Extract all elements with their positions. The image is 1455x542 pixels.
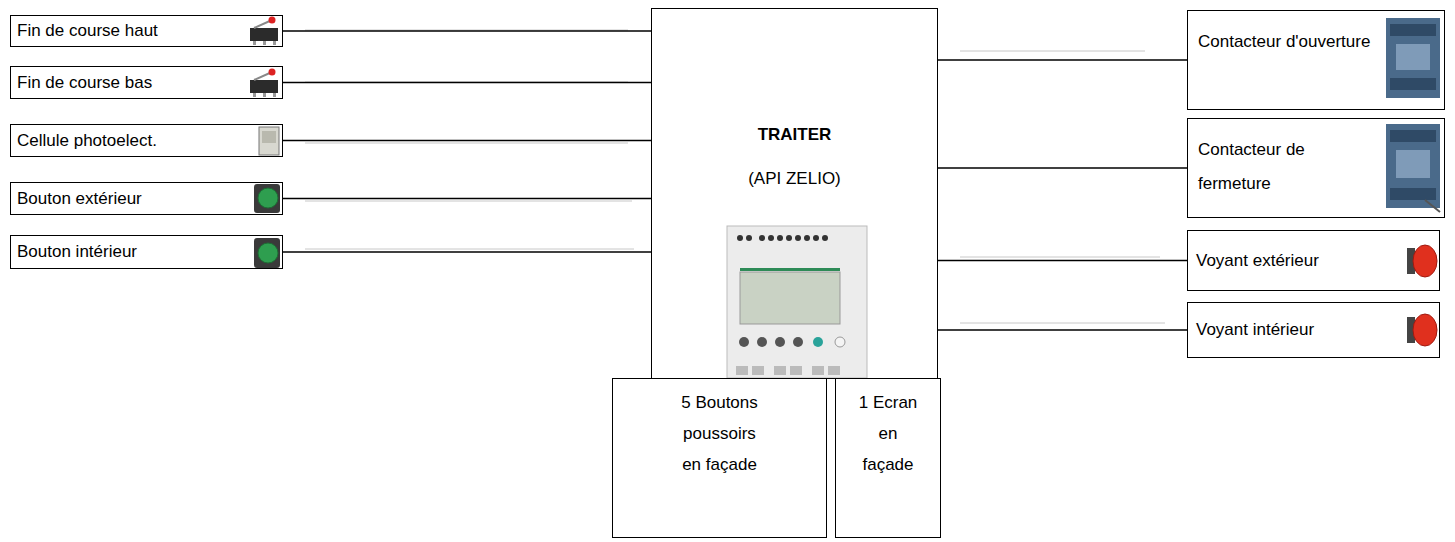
- limit-switch-icon: [250, 69, 278, 98]
- feature-box: 5 Boutons poussoirs en façade: [612, 378, 827, 538]
- actuator-box: Contacteur de fermeture: [1187, 118, 1445, 218]
- box-label: Bouton intérieur: [17, 242, 137, 262]
- box-label: Cellule photoelect.: [17, 131, 157, 151]
- signal-wire: [938, 329, 1187, 330]
- sensor-box: Bouton extérieur: [10, 182, 283, 215]
- plc-box: TRAITER (API ZELIO): [651, 8, 938, 379]
- signal-wire: [283, 82, 651, 83]
- box-label: Voyant extérieur: [1196, 251, 1319, 271]
- box-label: (API ZELIO): [660, 169, 929, 189]
- signal-wire: [938, 59, 1187, 60]
- block-title: TRAITER: [660, 125, 929, 145]
- box-label: Contacteur de fermeture: [1198, 133, 1378, 201]
- pilot-light-icon: [1407, 245, 1437, 277]
- plc-illustration: [727, 226, 867, 378]
- sensor-box: Fin de course bas: [10, 66, 283, 99]
- box-label: Fin de course bas: [17, 73, 152, 93]
- push-button-icon: [254, 184, 280, 213]
- feature-box: 1 Ecran en façade: [835, 378, 941, 538]
- indicator-box: Voyant intérieur: [1187, 302, 1440, 358]
- box-label: 1 Ecran en façade: [855, 387, 921, 480]
- box-label: Voyant intérieur: [1196, 320, 1314, 340]
- photocell-icon: [259, 127, 279, 155]
- sensor-box: Bouton intérieur: [10, 235, 283, 269]
- push-button-icon: [254, 238, 280, 268]
- signal-wire: [283, 140, 651, 141]
- signal-wire: [938, 167, 1187, 168]
- sensor-box: Cellule photoelect.: [10, 124, 283, 157]
- limit-switch-icon: [250, 17, 278, 46]
- signal-wire: [283, 30, 651, 31]
- box-label: Bouton extérieur: [17, 189, 142, 209]
- signal-wire: [283, 198, 651, 199]
- indicator-box: Voyant extérieur: [1187, 230, 1440, 291]
- signal-wire: [283, 251, 651, 252]
- contactor-icon: [1386, 18, 1440, 98]
- sensor-box: Fin de course haut: [10, 15, 283, 47]
- signal-wire: [938, 260, 1187, 261]
- box-label: Fin de course haut: [17, 21, 158, 41]
- box-label: 5 Boutons poussoirs en façade: [679, 387, 761, 480]
- pilot-light-icon: [1407, 314, 1437, 346]
- actuator-box: Contacteur d'ouverture: [1187, 10, 1445, 110]
- box-label: Contacteur d'ouverture: [1198, 25, 1378, 59]
- contactor-icon: [1386, 124, 1440, 212]
